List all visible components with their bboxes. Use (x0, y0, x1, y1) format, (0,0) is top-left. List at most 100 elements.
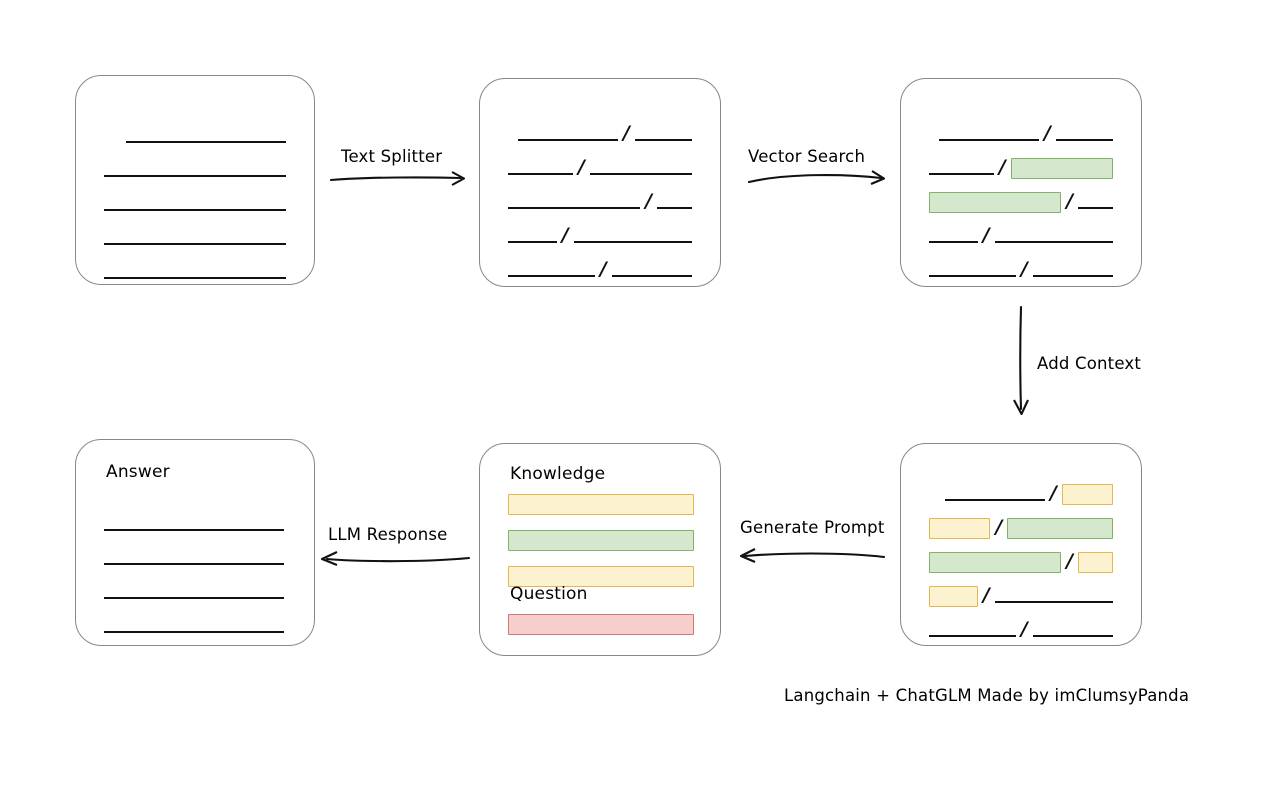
split-chunks-rows: / / / / / (480, 112, 720, 282)
slash-separator: / (1020, 618, 1028, 640)
text-line-segment (945, 499, 1046, 501)
slash-separator: / (982, 584, 990, 606)
text-line-segment (611, 275, 692, 277)
text-row: / (929, 248, 1113, 282)
text-line-segment (104, 597, 284, 599)
text-row: / (508, 248, 692, 282)
text-line-segment (994, 601, 1113, 603)
arrow-llm-response (320, 551, 471, 566)
text-line-segment (657, 207, 692, 209)
text-line-segment (1032, 635, 1113, 637)
slash-separator: / (561, 224, 569, 246)
card-context-added[interactable]: ///// (900, 443, 1142, 646)
text-line-segment (929, 275, 1016, 277)
text-row: / (929, 180, 1113, 214)
slash-separator: / (998, 156, 1006, 178)
text-line-segment (508, 173, 573, 175)
prompt-bar-yellow (508, 494, 694, 515)
highlight-green-segment (929, 192, 1062, 213)
text-line-segment (1056, 139, 1113, 141)
slash-separator: / (623, 122, 630, 144)
answer-title: Answer (106, 462, 170, 482)
text-line-segment (508, 207, 641, 209)
text-line-segment (126, 141, 286, 143)
card-prompt[interactable]: Knowledge Question (479, 443, 721, 656)
text-row (104, 148, 286, 182)
highlight-green-segment (929, 552, 1062, 573)
prompt-bar-green (508, 530, 694, 551)
text-line-segment (994, 241, 1113, 243)
arrow-vector-search (747, 170, 886, 185)
text-row: / (929, 146, 1113, 180)
card-vector-matches[interactable]: ///// (900, 78, 1142, 287)
prompt-bar-red (508, 614, 694, 635)
prompt-bar-yellow (508, 566, 694, 587)
answer-rows (76, 502, 314, 638)
highlight-yellow-segment (1062, 484, 1113, 505)
knowledge-label: Knowledge (510, 464, 606, 484)
text-line-segment (508, 241, 557, 243)
text-line-segment (104, 175, 286, 177)
text-line-segment (929, 241, 978, 243)
text-row (104, 570, 286, 604)
highlight-green-segment (1010, 158, 1113, 179)
highlight-yellow-segment (1078, 552, 1113, 573)
text-row: / (508, 146, 692, 180)
text-row (104, 502, 286, 536)
text-row: / (929, 112, 1113, 146)
text-row: / (929, 472, 1113, 506)
question-label: Question (510, 584, 588, 604)
text-row (104, 216, 286, 250)
knowledge-bars (508, 494, 694, 602)
text-row (104, 604, 286, 638)
card-answer[interactable]: Answer (75, 439, 315, 646)
text-line-segment (573, 241, 692, 243)
text-row: / (929, 608, 1113, 642)
arrow-label-generate-prompt: Generate Prompt (740, 518, 885, 537)
highlight-yellow-segment (929, 518, 991, 539)
text-row (104, 250, 286, 284)
text-row: / (929, 506, 1113, 540)
slash-separator: / (645, 190, 653, 212)
text-line-segment (589, 173, 692, 175)
slash-separator: / (1066, 190, 1074, 212)
question-bars (508, 614, 694, 650)
arrow-label-vector-search: Vector Search (748, 147, 866, 166)
text-row: / (508, 214, 692, 248)
text-line-segment (929, 635, 1016, 637)
text-line-segment (104, 631, 284, 633)
text-line-segment (104, 529, 284, 531)
arrow-text-splitter (329, 171, 466, 186)
text-line-segment (939, 139, 1040, 141)
slash-separator: / (1020, 258, 1028, 280)
slash-separator: / (1044, 122, 1051, 144)
slash-separator: / (577, 156, 585, 178)
slash-separator: / (1050, 482, 1057, 504)
text-row: / (929, 214, 1113, 248)
text-line-segment (508, 275, 595, 277)
highlight-yellow-segment (929, 586, 978, 607)
context-added-rows: ///// (901, 472, 1141, 642)
arrow-label-llm-response: LLM Response (328, 525, 448, 544)
text-line-segment (1078, 207, 1113, 209)
card-source-document[interactable] (75, 75, 315, 285)
text-row: / (508, 112, 692, 146)
source-document-rows (76, 114, 314, 284)
arrow-generate-prompt (739, 548, 886, 563)
arrow-label-add-context: Add Context (1037, 354, 1142, 373)
text-line-segment (104, 209, 286, 211)
text-line-segment (1032, 275, 1113, 277)
slash-separator: / (599, 258, 607, 280)
card-split-chunks[interactable]: / / / / / (479, 78, 721, 287)
text-row: / (929, 540, 1113, 574)
text-row (104, 114, 286, 148)
highlight-green-segment (1007, 518, 1113, 539)
diagram-caption: Langchain + ChatGLM Made by imClumsyPand… (784, 686, 1190, 705)
text-line-segment (104, 563, 284, 565)
text-line-segment (518, 139, 619, 141)
text-row: / (508, 180, 692, 214)
text-line-segment (635, 139, 692, 141)
text-row (104, 536, 286, 570)
text-line-segment (104, 277, 286, 279)
